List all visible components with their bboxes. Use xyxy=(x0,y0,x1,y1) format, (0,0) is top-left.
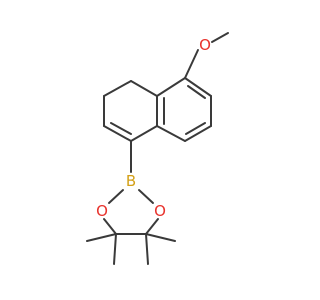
bond-sat-c4-c5 xyxy=(103,125,132,142)
bond-ar-c3-c4 xyxy=(184,125,212,142)
bond-o-right-c xyxy=(145,218,159,235)
atom-oxygen-ring-left: O xyxy=(96,202,108,220)
molecule-canvas: O B O O xyxy=(86,32,229,265)
bond-o-left-c xyxy=(103,218,117,235)
bond-methyl-left-1 xyxy=(86,233,117,242)
bond-methyl-right-1 xyxy=(145,233,176,242)
bond-ar-c6-c1 xyxy=(156,77,186,97)
atom-oxygen-methoxy: O xyxy=(199,36,211,54)
molecule-structure: O B O O xyxy=(86,32,229,265)
bond-o-aromatic xyxy=(184,49,199,79)
bond-methyl-right-2 xyxy=(145,233,149,265)
bond-sat-c5-ar xyxy=(130,125,158,142)
bond-sat-c2-c3 xyxy=(103,80,132,97)
bond-methyl-left-2 xyxy=(113,233,117,265)
bond-b-o-right xyxy=(138,189,154,204)
atom-boron: B xyxy=(126,172,136,190)
bond-ar-double-2 xyxy=(185,122,206,135)
bond-sat-c1-c2 xyxy=(130,80,158,97)
atom-oxygen-ring-right: O xyxy=(154,202,166,220)
bond-ar-c1-c2 xyxy=(184,77,212,97)
bond-sat-double xyxy=(110,122,132,135)
bond-b-o-left xyxy=(108,189,124,204)
bond-ar-double-1 xyxy=(187,85,206,99)
bond-ar-c4-c5 xyxy=(156,125,186,142)
bond-methyl-o xyxy=(211,32,229,43)
